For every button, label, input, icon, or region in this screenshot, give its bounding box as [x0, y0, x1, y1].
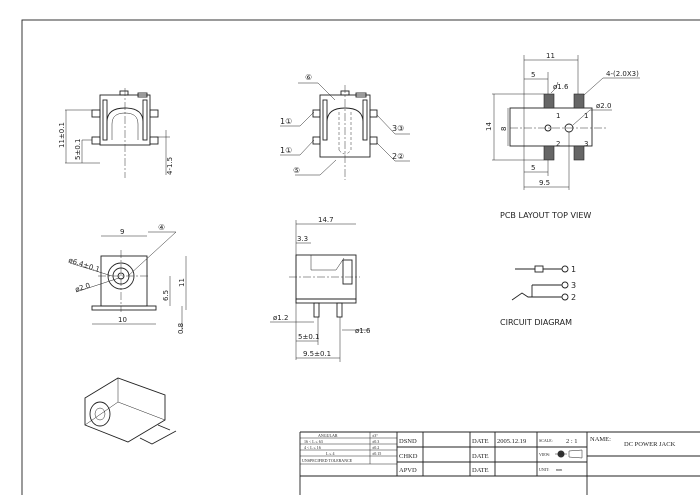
- tolerance-value: ±0.15: [372, 451, 381, 456]
- scale-label: SCALE:: [539, 438, 553, 443]
- dim-hole-2: ø2.0: [596, 102, 611, 110]
- part-name: DC POWER JACK: [624, 441, 676, 448]
- tolerance-value: ±0.3: [372, 439, 379, 444]
- side-view: 11±0.1 5±0.1 4-1.5: [58, 88, 174, 178]
- approved-label: APVD: [399, 467, 417, 474]
- dim-offset: 3.3: [297, 235, 308, 243]
- dim-pin-spacing-2: 9.5±0.1: [303, 350, 331, 358]
- unit-value: mm: [556, 467, 563, 472]
- circuit-diagram-title: CIRCUIT DIAGRAM: [500, 318, 572, 327]
- tolerance-label: UNSPECIFIED TOLERANCE: [302, 458, 353, 463]
- date-label: DATE: [472, 438, 489, 445]
- view-label: VIEW:: [539, 452, 550, 457]
- dim-length: 14.7: [318, 216, 334, 224]
- pin-label: 1: [584, 112, 588, 120]
- name-label: NAME:: [590, 436, 611, 443]
- callout-4: ④: [158, 223, 165, 232]
- scale-value: 2 : 1: [566, 438, 578, 445]
- dim-pin-diameter: ø2.0: [74, 282, 91, 294]
- dim-pad-size: 4-(2.0X3): [606, 70, 639, 78]
- date-label: DATE: [472, 467, 489, 474]
- circuit-diagram: 1 3 2 CIRCUIT DIAGRAM: [500, 265, 576, 327]
- dim-pin-2: ø1.6: [355, 327, 371, 335]
- tolerance-value: ±3°: [372, 433, 378, 438]
- dim-pin-size: 4-1.5: [166, 157, 174, 175]
- callout-pin3: 3③: [392, 124, 404, 133]
- date-value: 2005.12.19: [497, 438, 526, 445]
- dim-body-height: 8: [500, 127, 508, 131]
- callout-pin1-top: 1①: [280, 117, 292, 126]
- tolerance-range: L ≤ 4: [326, 451, 335, 456]
- drawing-frame: [21, 19, 700, 495]
- checked-label: CHKD: [399, 453, 418, 460]
- pin-label: 2: [556, 140, 560, 148]
- callout-pin1-bottom: 1①: [280, 146, 292, 155]
- top-view: 14.7 3.3 ø1.2 ø1.6 5±0.1 9.5±0.1: [270, 216, 371, 362]
- date-label: DATE: [472, 453, 489, 460]
- dim-pcb-width: 11: [546, 52, 555, 60]
- dim-hole-spacing: 9.5: [539, 179, 550, 187]
- dim-width: 9: [120, 228, 124, 236]
- dim-pad-offset: 5: [531, 71, 535, 79]
- title-block: ANGULAR ±3° 16 < L ≤ 63 ±0.3 4 < L ≤ 16 …: [299, 431, 700, 495]
- callout-5: ⑤: [293, 166, 300, 175]
- dim-pad-offset-bottom: 5: [531, 164, 535, 172]
- callout-pin2: 2②: [392, 152, 404, 161]
- dim-base-width: 10: [118, 316, 127, 324]
- tolerance-range: 16 < L ≤ 63: [304, 439, 323, 444]
- dim-pin-spacing-1: 5±0.1: [298, 333, 319, 341]
- isometric-view: [84, 377, 177, 445]
- dim-center-height: 6.5: [162, 290, 170, 301]
- callout-6: ⑥: [305, 73, 312, 82]
- tolerance-value: ±0.2: [372, 445, 379, 450]
- tolerance-range: 4 < L ≤ 16: [304, 445, 321, 450]
- dim-total-height: 11: [178, 278, 186, 287]
- dim-pin-1: ø1.2: [273, 314, 288, 322]
- pin-label: 3: [584, 140, 588, 148]
- dim-pcb-height: 14: [485, 122, 493, 131]
- dim-outer-diameter: ø6.4±0.1: [67, 256, 100, 274]
- circuit-pin-3: 3: [571, 281, 576, 290]
- end-view: 9 ④ ø6.4±0.1 ø2.0 6.5 11 10 0.8: [67, 223, 187, 334]
- pcb-layout: 11 5 ø1.6 4-(2.0X3) ø2.0 14 8 5 9.5 1 1 …: [485, 52, 640, 220]
- dim-hole-1: ø1.6: [553, 83, 569, 91]
- dim-pin-height: 5±0.1: [74, 139, 82, 160]
- tolerance-range: ANGULAR: [318, 433, 338, 438]
- projection-symbol-icon: [555, 449, 583, 459]
- circuit-pin-1: 1: [571, 265, 576, 274]
- pcb-layout-title: PCB LAYOUT TOP VIEW: [500, 211, 591, 220]
- dim-base-thickness: 0.8: [177, 323, 185, 334]
- front-view: ⑥ 1① 1① 3③ 2② ⑤: [280, 73, 410, 180]
- designed-label: DSND: [399, 438, 417, 445]
- unit-label: UNIT:: [539, 467, 549, 472]
- pin-label: 1: [556, 112, 560, 120]
- dim-height: 11±0.1: [58, 122, 66, 148]
- circuit-pin-2: 2: [571, 293, 576, 302]
